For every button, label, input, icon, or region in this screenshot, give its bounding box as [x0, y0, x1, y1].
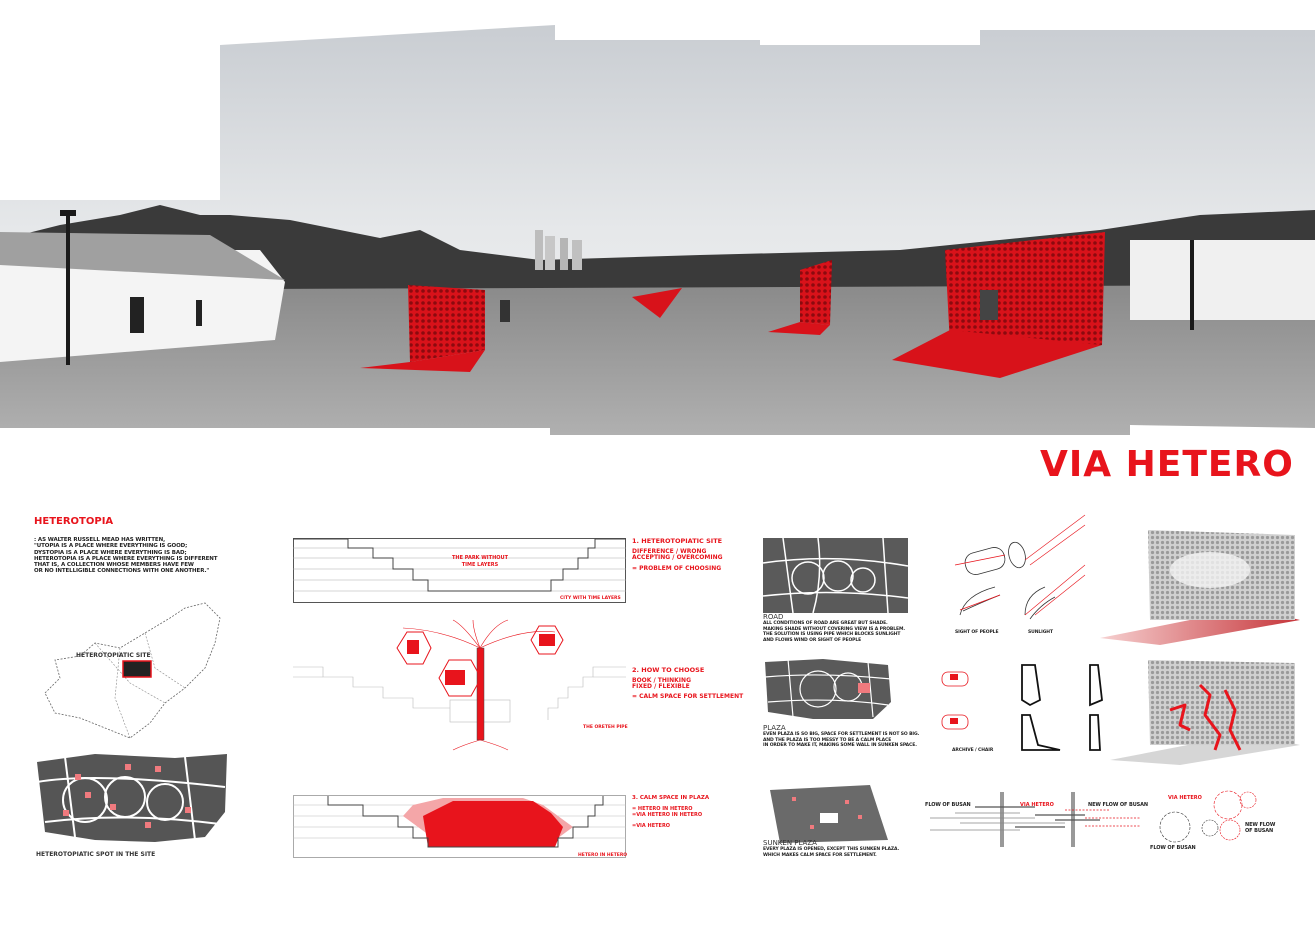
road-map [762, 537, 909, 614]
section-line: BOOK / THINKING [632, 676, 691, 684]
section-2-text: 2. HOW TO CHOOSE BOOK / THINKING FIXED /… [632, 667, 743, 700]
red-wall-1 [408, 285, 485, 362]
section-heading: 3. CALM SPACE IN PLAZA [632, 795, 710, 801]
analysis-line: EVERY PLAZA IS OPENED, EXCEPT THIS SUNKE… [763, 847, 900, 852]
analysis-line: EVEN PLAZA IS SO BIG, SPACE FOR SETTLEME… [763, 732, 920, 737]
heterotopia-heading: HETEROTOPIA [34, 516, 114, 527]
diagram-1-label: CITY WITH TIME LAYERS [560, 596, 621, 601]
site-label: HETEROTOPIATIC SITE [76, 652, 151, 659]
gear-flow-busan-label: FLOW OF BUSAN [1150, 845, 1196, 851]
section-line: ACCEPTING / OVERCOMING [632, 554, 723, 561]
section-3-text: 3. CALM SPACE IN PLAZA = HETERO IN HETER… [632, 795, 709, 829]
plaza-map [764, 658, 892, 719]
oreteh-pipe [476, 647, 485, 741]
analysis-road: ROAD ALL CONDITIONS OF ROAD ARE GREAT BU… [763, 613, 905, 643]
sunlight-label: SUNLIGHT [1028, 630, 1053, 635]
section-heading: 2. HOW TO CHOOSE [632, 666, 705, 674]
board-title: VIA HETERO [1040, 444, 1294, 485]
quote-line: HETEROTOPIA IS A PLACE WHERE EVERYTHING … [34, 555, 218, 562]
section-line: = HETERO IN HETERO [632, 805, 693, 812]
section-diagram-2 [293, 619, 626, 751]
quote-line: DYSTOPIA IS A PLACE WHERE EVERYTHING IS … [34, 549, 187, 556]
quote-line: OR NO INTELLIGIBLE CONNECTIONS WITH ONE … [34, 568, 210, 575]
analysis-line: ALL CONDITIONS OF ROAD ARE GREAT BUT SHA… [763, 621, 888, 626]
section-heading: 1. HETEROTOPIATIC SITE [632, 537, 723, 545]
quote-line: "UTOPIA IS A PLACE WHERE EVERYTHING IS G… [34, 543, 188, 550]
analysis-heading: SUNKEN PLAZA [763, 839, 817, 847]
analysis-line: IN ORDER TO MAKE IT, MAKING SOME WALL IN… [763, 743, 917, 748]
site-spot-map [36, 754, 227, 842]
panorama-photo [0, 25, 1315, 435]
analysis-heading: PLAZA [763, 724, 786, 732]
flow-diagram [930, 790, 1257, 847]
pipe-diagram [954, 514, 1086, 620]
analysis-plaza: PLAZA EVEN PLAZA IS SO BIG, SPACE FOR SE… [763, 724, 919, 749]
red-wall-3 [945, 232, 1105, 345]
image-icon [438, 659, 482, 697]
sight-of-people-label: SIGHT OF PEOPLE [955, 630, 999, 635]
section-line: =VIA HETERO IN HETERO [632, 812, 703, 818]
gear-new-flow-label: NEW FLOW OF BUSAN [1245, 822, 1276, 835]
red-wall-2 [800, 260, 832, 325]
new-flow-label: NEW FLOW OF BUSAN [1088, 802, 1149, 808]
flow-via-hetero-label: VIA HETERO [1020, 802, 1054, 808]
analysis-sunken: SUNKEN PLAZA EVERY PLAZA IS OPENED, EXCE… [763, 839, 899, 858]
analysis-line: MAKING SHADE WITHOUT COVERING VIEW IS A … [763, 626, 905, 632]
archive-chair-diagram [941, 664, 1103, 751]
section-result: = CALM SPACE FOR SETTLEMENT [632, 692, 744, 700]
section-diagram-1 [293, 538, 626, 603]
section-diagram-3 [293, 795, 626, 858]
sunken-plaza-map [770, 785, 888, 843]
analysis-line: THE SOLUTION IS USING PIPE WHICH BLOCKS … [763, 632, 901, 637]
section-result: =VIA HETERO [632, 822, 671, 829]
analysis-heading: ROAD [763, 613, 784, 621]
archive-chair-label: ARCHIVE / CHAIR [952, 748, 994, 753]
diagram-2-label: THE ORETEH PIPE [583, 725, 628, 730]
analysis-line: AND THE PLAZA IS TOO MESSY TO BE A CALM … [763, 737, 892, 743]
flow-busan-label: FLOW OF BUSAN [925, 802, 971, 808]
quote-line: THAT IS, A COLLECTION WHOSE MEMBERS HAVE… [34, 562, 194, 569]
section-line: DIFFERENCE / WRONG [632, 547, 707, 555]
section-1-text: 1. HETEROTOPIATIC SITE DIFFERENCE / WRON… [632, 538, 723, 572]
heterotopia-quote: : AS WALTER RUSSELL MEAD HAS WRITTEN, "U… [34, 537, 218, 575]
busan-outline-map [44, 602, 221, 739]
wall-render-1 [1100, 530, 1300, 645]
wall-render-2 [1110, 660, 1300, 765]
analysis-line: AND FLOWS WIND OR SIGHT OF PEOPLE [763, 637, 862, 643]
spot-label: HETEROTOPIATIC SPOT IN THE SITE [36, 851, 156, 858]
section-result: = PROBLEM OF CHOOSING [632, 564, 722, 572]
analysis-line: WHICH MAKES CALM SPACE FOR SETTLEMENT. [763, 852, 877, 858]
quote-line: : AS WALTER RUSSELL MEAD HAS WRITTEN, [34, 537, 166, 543]
book-icon [530, 625, 564, 655]
gear-via-hetero-label: VIA HETERO [1168, 795, 1202, 801]
document-icon [396, 631, 432, 665]
diagram-1-inner-label: THE PARK WITHOUT TIME LAYERS [452, 555, 508, 568]
diagram-3-label: HETERO IN HETERO [578, 853, 628, 858]
section-line: FIXED / FLEXIBLE [632, 683, 690, 690]
